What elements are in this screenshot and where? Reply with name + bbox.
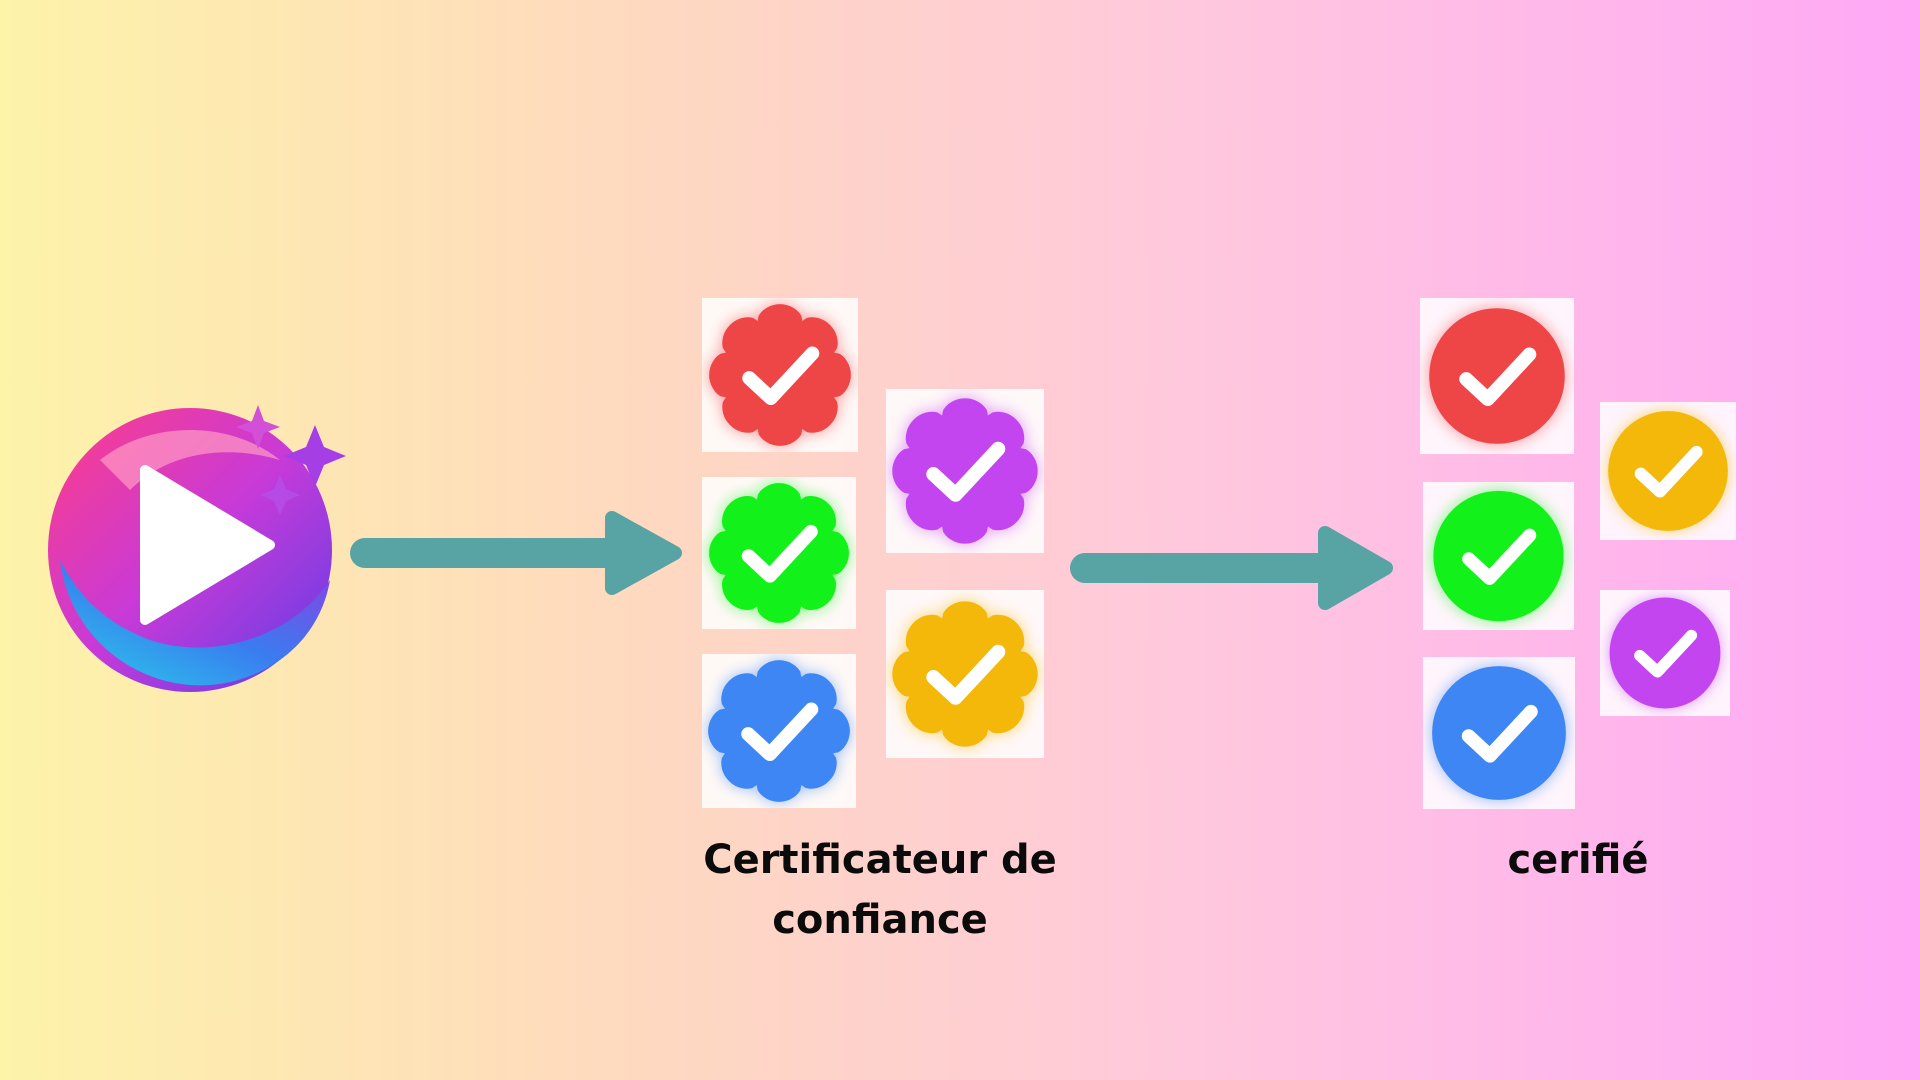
- certifier-label-line1: Certificateur de: [703, 837, 1057, 883]
- verified-badge-icon: [702, 477, 856, 629]
- check-circle-icon: [1420, 298, 1574, 454]
- verified-badge-icon: [886, 590, 1044, 758]
- verified-badge-icon: [886, 389, 1044, 553]
- certifier-label-line2: confiance: [772, 897, 988, 943]
- play-logo-icon: [48, 405, 346, 692]
- verified-badge-icon: [702, 654, 856, 808]
- certified-label: cerifié: [1507, 837, 1649, 883]
- check-circle-icon: [1600, 402, 1736, 540]
- verified-badge-icon: [702, 298, 858, 452]
- check-circle-icon: [1423, 482, 1574, 630]
- check-circle-icon: [1423, 657, 1575, 809]
- arrow-right-icon: [350, 511, 682, 595]
- certifier-label: Certificateur de confiance: [640, 830, 1120, 950]
- check-circle-icon: [1600, 590, 1730, 716]
- arrow-right-icon: [1070, 526, 1393, 610]
